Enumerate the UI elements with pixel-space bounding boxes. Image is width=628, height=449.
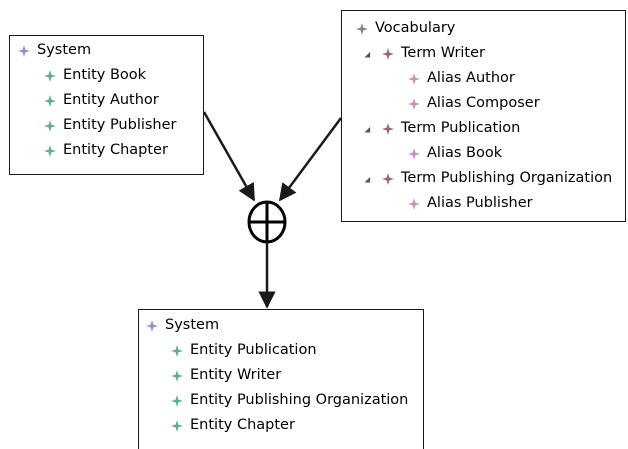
entity-star-icon: [44, 119, 56, 132]
tree-alias[interactable]: Alias Publisher: [408, 191, 533, 216]
tree-label: Alias Book: [427, 145, 503, 161]
arrow-left-to-operator: [202, 111, 256, 202]
merge-operator-icon: [247, 200, 287, 244]
left-system-box: System Entity Book Entity Author Entity …: [9, 35, 204, 175]
tree-label: Entity Chapter: [190, 417, 295, 433]
expanded-arrow-icon[interactable]: [364, 176, 373, 185]
expanded-arrow-icon[interactable]: [364, 51, 373, 60]
tree-item[interactable]: Entity Chapter: [171, 413, 295, 438]
tree-label: Entity Book: [63, 67, 147, 83]
system-star-icon: [146, 319, 158, 332]
right-vocabulary-box: Vocabulary Term Writer Alias Author Alia…: [341, 10, 626, 222]
tree-label: Term Publishing Organization: [401, 170, 613, 186]
vocabulary-star-icon: [356, 22, 368, 35]
alias-star-icon: [408, 197, 420, 210]
tree-label: Alias Composer: [427, 95, 540, 111]
tree-item[interactable]: Entity Writer: [171, 363, 281, 388]
tree-label: Entity Publisher: [63, 117, 177, 133]
entity-star-icon: [171, 394, 183, 407]
tree-label: System: [165, 317, 220, 333]
tree-root[interactable]: System: [18, 38, 91, 63]
term-star-icon: [382, 122, 394, 135]
entity-star-icon: [171, 369, 183, 382]
tree-root[interactable]: Vocabulary: [356, 16, 455, 41]
tree-item[interactable]: Entity Author: [44, 88, 159, 113]
tree-label: Vocabulary: [375, 20, 456, 36]
tree-alias[interactable]: Alias Author: [408, 66, 515, 91]
tree-alias[interactable]: Alias Book: [408, 141, 502, 166]
term-star-icon: [382, 47, 394, 60]
entity-star-icon: [44, 69, 56, 82]
alias-star-icon: [408, 72, 420, 85]
tree-label: Term Writer: [401, 45, 485, 61]
tree-item[interactable]: Entity Chapter: [44, 138, 168, 163]
tree-item[interactable]: Entity Book: [44, 63, 146, 88]
tree-alias[interactable]: Alias Composer: [408, 91, 540, 116]
tree-root[interactable]: System: [146, 313, 219, 338]
tree-label: Entity Chapter: [63, 142, 168, 158]
tree-item[interactable]: Entity Publisher: [44, 113, 177, 138]
alias-star-icon: [408, 97, 420, 110]
system-star-icon: [18, 44, 30, 57]
arrow-right-to-operator: [278, 117, 343, 202]
term-star-icon: [382, 172, 394, 185]
tree-term[interactable]: Term Publication: [364, 116, 520, 141]
tree-label: System: [37, 42, 92, 58]
tree-term[interactable]: Term Writer: [364, 41, 485, 66]
entity-star-icon: [44, 144, 56, 157]
entity-star-icon: [44, 94, 56, 107]
entity-star-icon: [171, 344, 183, 357]
expanded-arrow-icon[interactable]: [364, 126, 373, 135]
tree-item[interactable]: Entity Publishing Organization: [171, 388, 408, 413]
alias-star-icon: [408, 147, 420, 160]
entity-star-icon: [171, 419, 183, 432]
tree-label: Entity Author: [63, 92, 159, 108]
tree-label: Alias Publisher: [427, 195, 533, 211]
tree-item[interactable]: Entity Publication: [171, 338, 317, 363]
tree-label: Entity Writer: [190, 367, 282, 383]
tree-label: Entity Publication: [190, 342, 317, 358]
tree-term[interactable]: Term Publishing Organization: [364, 166, 612, 191]
tree-label: Alias Author: [427, 70, 515, 86]
tree-label: Entity Publishing Organization: [190, 392, 409, 408]
bottom-merged-system-box: System Entity Publication Entity Writer …: [138, 309, 424, 449]
tree-label: Term Publication: [401, 120, 521, 136]
